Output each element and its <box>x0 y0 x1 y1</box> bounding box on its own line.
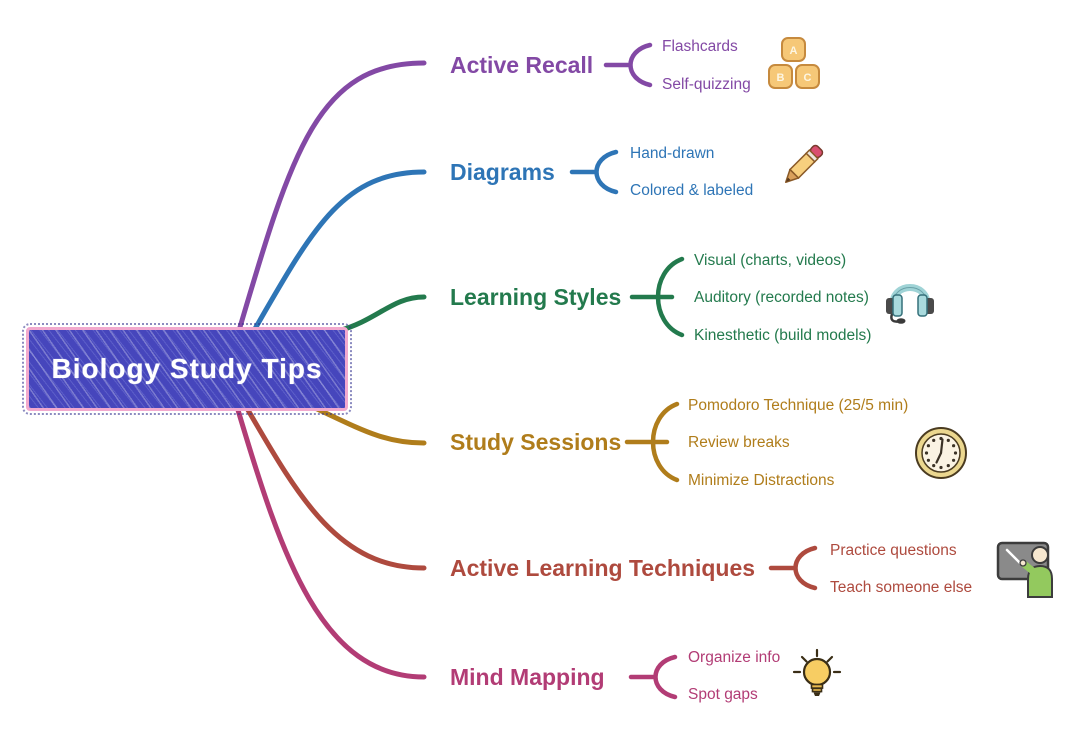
subtopic-visual[interactable]: Visual (charts, videos) <box>694 252 847 269</box>
abc-blocks-icon: A B C <box>766 36 822 97</box>
child-connector-learning-styles <box>629 256 685 338</box>
branch-curve-mind-mapping <box>235 407 427 680</box>
topic-active-learning-techniques[interactable]: Active Learning Techniques <box>450 555 756 581</box>
topic-active-recall[interactable]: Active Recall <box>450 52 594 78</box>
subtopic-minimize-distractions[interactable]: Minimize Distractions <box>688 472 835 489</box>
subtopic-kinesthetic[interactable]: Kinesthetic (build models) <box>694 327 872 344</box>
headphones-icon <box>884 274 936 329</box>
subtopic-self-quizzing[interactable]: Self-quizzing <box>662 76 751 93</box>
svg-text:A: A <box>790 45 798 57</box>
branch-curve-active-recall <box>235 60 427 337</box>
child-connector-study-sessions <box>624 401 680 483</box>
subtopic-review-breaks[interactable]: Review breaks <box>688 434 790 451</box>
central-topic[interactable]: Biology Study Tips <box>22 323 352 415</box>
svg-text:B: B <box>777 72 785 84</box>
topic-mind-mapping[interactable]: Mind Mapping <box>450 664 605 690</box>
clock-icon <box>914 426 968 485</box>
subtopic-auditory[interactable]: Auditory (recorded notes) <box>694 289 869 306</box>
child-connector-diagrams <box>569 149 619 195</box>
subtopic-practice-questions[interactable]: Practice questions <box>830 542 957 559</box>
subtopic-colored-labeled[interactable]: Colored & labeled <box>630 182 754 199</box>
branch-curve-diagrams <box>249 169 427 337</box>
child-connector-mind-mapping <box>628 654 678 700</box>
topic-learning-styles[interactable]: Learning Styles <box>450 284 622 310</box>
teacher-icon <box>996 539 1056 604</box>
subtopic-hand-drawn[interactable]: Hand-drawn <box>630 145 715 162</box>
child-connector-active-recall <box>603 42 653 88</box>
topic-study-sessions[interactable]: Study Sessions <box>450 429 622 455</box>
subtopic-organize-info[interactable]: Organize info <box>688 649 781 666</box>
subtopic-pomodoro[interactable]: Pomodoro Technique (25/5 min) <box>688 397 909 414</box>
branch-curve-learning-styles <box>335 294 427 334</box>
branch-curve-study-sessions <box>312 405 427 446</box>
subtopic-flashcards[interactable]: Flashcards <box>662 38 738 55</box>
lightbulb-icon <box>790 648 844 711</box>
central-topic-label: Biology Study Tips <box>51 353 323 384</box>
subtopic-spot-gaps[interactable]: Spot gaps <box>688 686 758 703</box>
child-connector-active-learning <box>768 545 818 591</box>
branch-curve-active-learning <box>245 407 427 571</box>
svg-text:C: C <box>804 72 812 84</box>
topic-diagrams[interactable]: Diagrams <box>450 159 555 185</box>
pencil-icon <box>776 140 828 197</box>
subtopic-teach-someone[interactable]: Teach someone else <box>830 579 973 596</box>
